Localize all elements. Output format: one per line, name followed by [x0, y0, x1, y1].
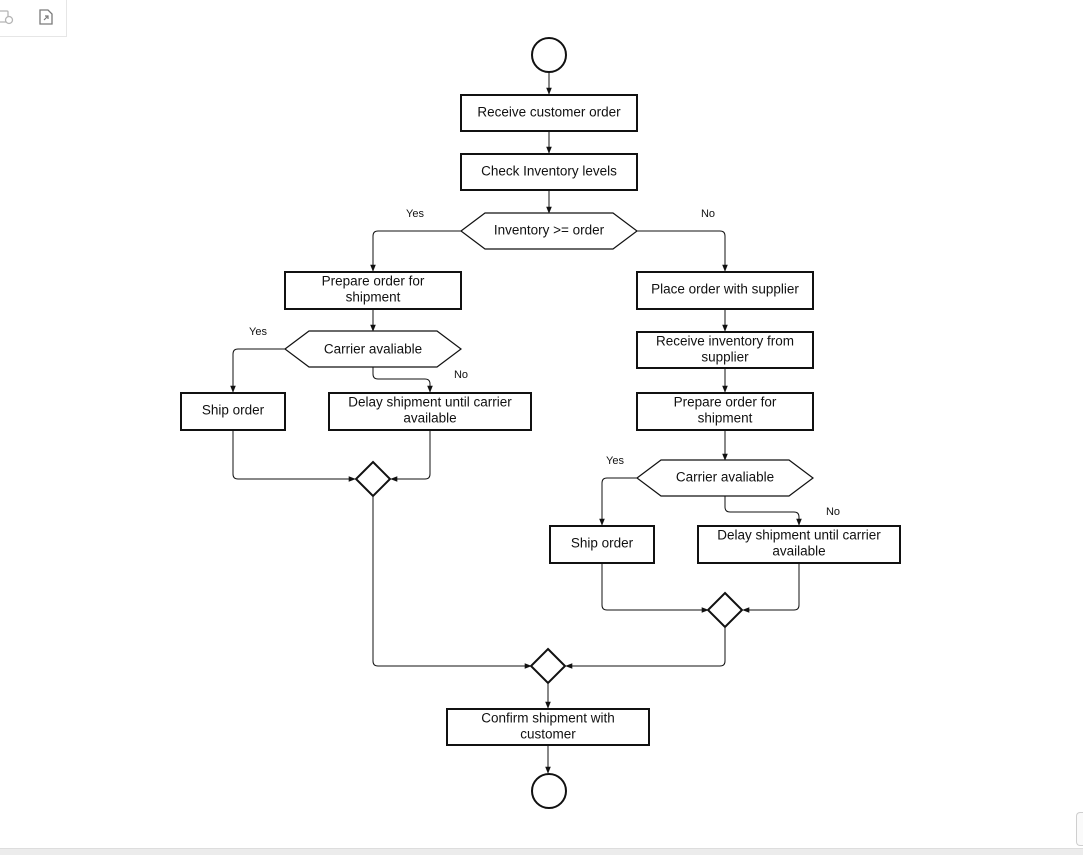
node-label-line1: Confirm shipment with — [481, 711, 615, 726]
node-label: Carrier avaliable — [324, 342, 422, 357]
side-panel-handle[interactable] — [1076, 812, 1083, 846]
edge-label-no: No — [454, 369, 468, 381]
node-label-line2: shipment — [698, 411, 753, 426]
node-label: Ship order — [571, 536, 634, 551]
edge-left-carrier-no — [372, 367, 433, 393]
fit-to-page-icon[interactable] — [36, 7, 56, 27]
end-node[interactable] — [531, 773, 567, 809]
edges — [230, 72, 802, 774]
edge-left-carrier-yes — [230, 348, 285, 393]
process-node-place-order[interactable]: Place order with supplier — [636, 271, 814, 310]
edge-right-ship-to-merge — [601, 563, 709, 613]
process-node-right-ship-order[interactable]: Ship order — [549, 525, 655, 564]
merge-node-left[interactable] — [354, 460, 392, 498]
process-node-left-ship-order[interactable]: Ship order — [180, 392, 286, 431]
edge-left-ship-to-merge — [232, 430, 356, 482]
edge-left-merge-to-final — [372, 496, 532, 669]
node-label-line1: Prepare order for — [674, 395, 777, 410]
edge-right-carrier-yes — [599, 477, 637, 526]
edge-decision-yes — [370, 230, 461, 272]
edge-label-no: No — [826, 506, 840, 518]
edge-decision-no — [637, 230, 728, 272]
start-node[interactable] — [531, 37, 567, 73]
node-label-line2: shipment — [346, 290, 401, 305]
node-label: Inventory >= order — [494, 223, 605, 238]
edge-label-yes: Yes — [406, 208, 424, 220]
node-label: Place order with supplier — [651, 282, 799, 297]
edge-label-yes: Yes — [249, 326, 267, 338]
canvas-toolbar — [0, 0, 67, 37]
decision-node-left-carrier[interactable]: Carrier avaliable — [284, 330, 462, 368]
shapes-icon[interactable] — [0, 7, 16, 27]
node-label: Check Inventory levels — [481, 164, 617, 179]
node-label-line2: available — [403, 411, 456, 426]
node-label: Ship order — [202, 403, 265, 418]
node-label-line1: Receive inventory from — [656, 334, 794, 349]
process-node-right-prepare-order[interactable]: Prepare order for shipment — [636, 392, 814, 431]
edge-right-carrier-no — [724, 496, 802, 526]
decision-node-inventory[interactable]: Inventory >= order — [460, 212, 638, 250]
horizontal-scrollbar[interactable] — [0, 848, 1083, 855]
edge-label-no: No — [701, 208, 715, 220]
process-node-left-prepare-order[interactable]: Prepare order for shipment — [284, 271, 462, 310]
process-node-right-delay-shipment[interactable]: Delay shipment until carrier available — [697, 525, 901, 564]
node-label-line1: Delay shipment until carrier — [717, 528, 881, 543]
merge-node-right[interactable] — [706, 591, 744, 629]
edge-label-yes: Yes — [606, 455, 624, 467]
process-node-check-inventory[interactable]: Check Inventory levels — [460, 153, 638, 191]
edge-right-delay-to-merge — [742, 563, 800, 613]
process-node-receive-inventory[interactable]: Receive inventory from supplier — [636, 331, 814, 369]
process-node-confirm-shipment[interactable]: Confirm shipment with customer — [446, 708, 650, 746]
process-node-receive-order[interactable]: Receive customer order — [460, 94, 638, 132]
node-label-line1: Delay shipment until carrier — [348, 395, 512, 410]
edge-right-merge-to-final — [565, 627, 726, 669]
node-label-line1: Prepare order for — [322, 274, 425, 289]
edge-left-delay-to-merge — [390, 430, 431, 482]
node-label-line2: customer — [520, 727, 576, 742]
node-label-line2: available — [772, 544, 825, 559]
decision-node-right-carrier[interactable]: Carrier avaliable — [636, 459, 814, 497]
node-label: Receive customer order — [477, 105, 621, 120]
node-label: Carrier avaliable — [676, 470, 774, 485]
node-label-line2: supplier — [701, 350, 749, 365]
merge-node-final[interactable] — [529, 647, 567, 685]
process-node-left-delay-shipment[interactable]: Delay shipment until carrier available — [328, 392, 532, 431]
